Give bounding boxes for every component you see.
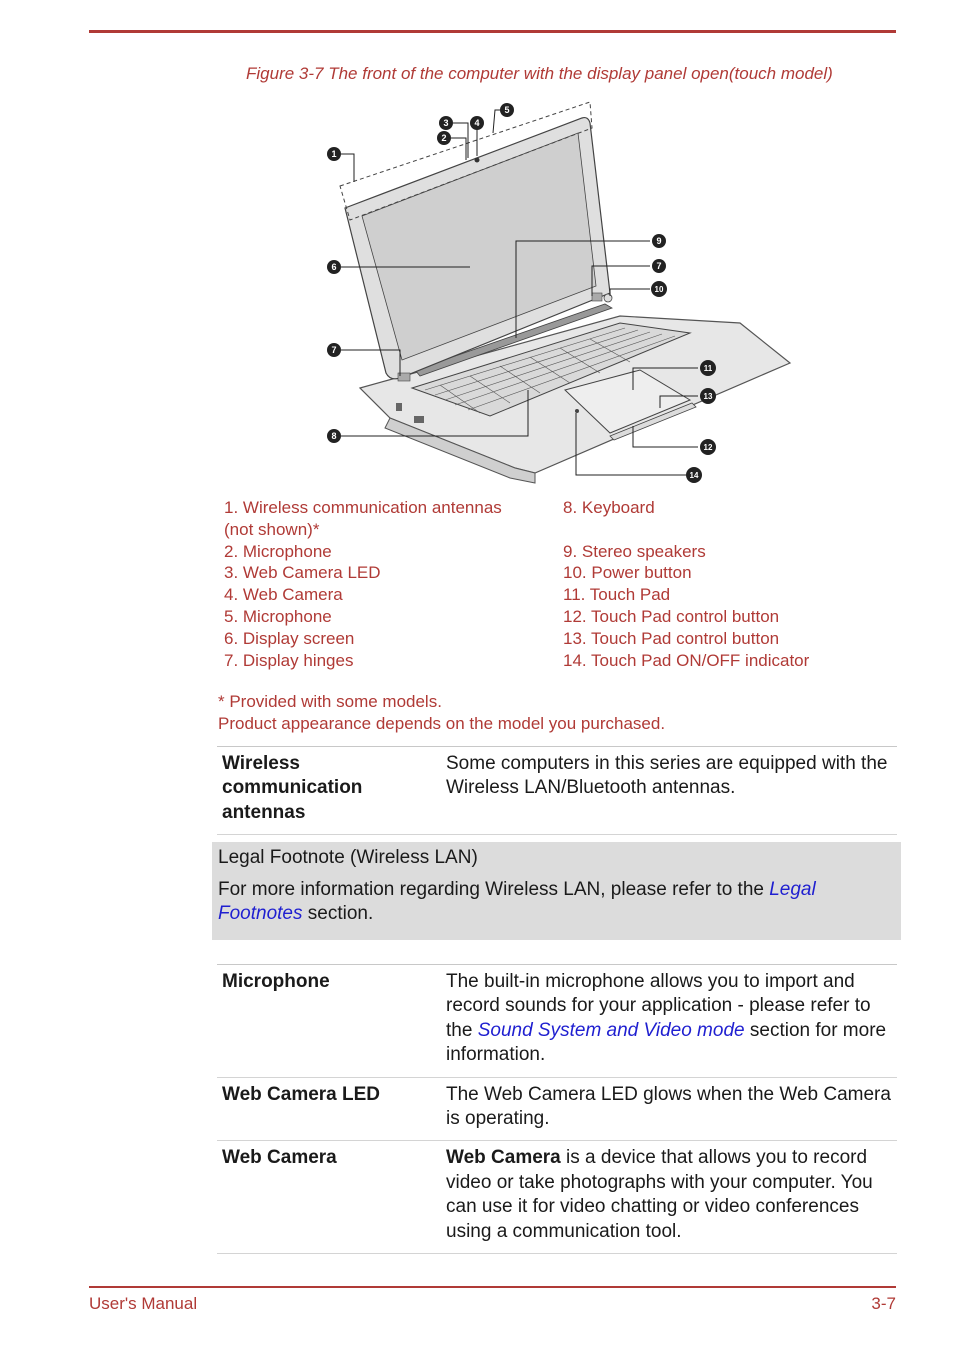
callout-label: 4 <box>474 118 479 128</box>
legend-item: 10. Power button <box>563 563 692 583</box>
table-row: Web Camera Web Camera is a device that a… <box>217 1140 897 1255</box>
description-cell: The built-in microphone allows you to im… <box>441 964 897 1078</box>
description-text: is a device that allows you to record vi… <box>446 1147 873 1242</box>
callout-label: 13 <box>704 392 713 401</box>
figure-notes: * Provided with some models. Product app… <box>218 691 665 734</box>
description-bold: Web Camera <box>446 1147 561 1169</box>
description-cell: Web Camera is a device that allows you t… <box>441 1140 897 1255</box>
legend-item: 2. Microphone <box>224 541 332 561</box>
table-row: Microphone The built-in microphone allow… <box>217 964 897 1078</box>
legal-footnote-box: Legal Footnote (Wireless LAN) For more i… <box>212 842 901 940</box>
note-provided: * Provided with some models. <box>218 692 442 711</box>
callout-label: 7 <box>331 345 336 355</box>
footer-manual-title: User's Manual <box>89 1294 198 1313</box>
spec-table-antennas: Wireless communication antennas Some com… <box>217 745 897 836</box>
legend-item: 14. Touch Pad ON/OFF indicator <box>563 650 810 670</box>
description-text: The built-in microphone allows you to im… <box>446 971 871 1041</box>
callout-markers <box>327 103 716 483</box>
legend-item: 12. Touch Pad control button <box>563 606 780 626</box>
legend-item: 5. Microphone <box>224 606 332 626</box>
callout-label: 3 <box>443 118 448 128</box>
callout-label: 6 <box>331 262 336 272</box>
legend-left: 1. Wireless communication antennas (not … <box>224 497 502 671</box>
callout-label: 9 <box>656 236 661 246</box>
term-cell: Microphone <box>217 964 441 1078</box>
legend-item: 4. Web Camera <box>224 585 343 605</box>
term-cell: Wireless communication antennas <box>217 745 441 836</box>
description-cell: Some computers in this series are equipp… <box>441 745 897 836</box>
header-rule <box>89 30 896 33</box>
callout-label: 5 <box>504 105 509 115</box>
laptop-figure: 1 2 3 4 5 6 7 7 8 9 10 11 12 13 14 <box>327 101 792 484</box>
callout-label: 14 <box>690 471 699 480</box>
callout-label: 12 <box>704 443 713 452</box>
legend-item: 9. Stereo speakers <box>563 541 706 561</box>
term-cell: Web Camera LED <box>217 1077 441 1142</box>
callout-label: 7 <box>656 261 661 271</box>
legend-item: 7. Display hinges <box>224 650 354 670</box>
legend-item <box>563 519 809 541</box>
legend-item: 8. Keyboard <box>563 498 655 517</box>
legend-item: 1. Wireless communication antennas <box>224 498 502 517</box>
legal-footnote-title: Legal Footnote (Wireless LAN) <box>218 847 478 868</box>
callout-label: 1 <box>331 149 336 159</box>
callout-label: 10 <box>655 285 664 294</box>
description-cell: The Web Camera LED glows when the Web Ca… <box>441 1077 897 1142</box>
legal-footnote-text: For more information regarding Wireless … <box>218 879 770 900</box>
term-cell: Web Camera <box>217 1140 441 1255</box>
legend-item: (not shown)* <box>224 519 320 539</box>
note-appearance: Product appearance depends on the model … <box>218 713 666 733</box>
legend-item: 11. Touch Pad <box>563 585 671 605</box>
table-row: Wireless communication antennas Some com… <box>217 745 897 836</box>
footer-rule <box>89 1286 896 1288</box>
sound-system-link[interactable]: Sound System and Video mode <box>477 1019 745 1041</box>
table-row: Web Camera LED The Web Camera LED glows … <box>217 1077 897 1142</box>
figure-caption: Figure 3-7 The front of the computer wit… <box>246 64 833 83</box>
callout-label: 11 <box>704 364 713 373</box>
callout-label: 8 <box>331 431 336 441</box>
spec-table-camera: Microphone The built-in microphone allow… <box>217 964 897 1255</box>
legend-item: 3. Web Camera LED <box>224 563 381 583</box>
legend-item: 13. Touch Pad control button <box>563 628 780 648</box>
description-text-end: section for more information. <box>446 1019 887 1066</box>
page-number: 3-7 <box>871 1294 896 1313</box>
legal-footnote-body: For more information regarding Wireless … <box>218 878 888 927</box>
legend-item: 6. Display screen <box>224 628 355 648</box>
legal-footnote-text-end: section. <box>302 903 374 925</box>
legend-right: 8. Keyboard 9. Stereo speakers 10. Power… <box>563 497 809 671</box>
callout-label: 2 <box>441 133 446 143</box>
legal-footnotes-link[interactable]: Legal Footnotes <box>218 879 816 925</box>
